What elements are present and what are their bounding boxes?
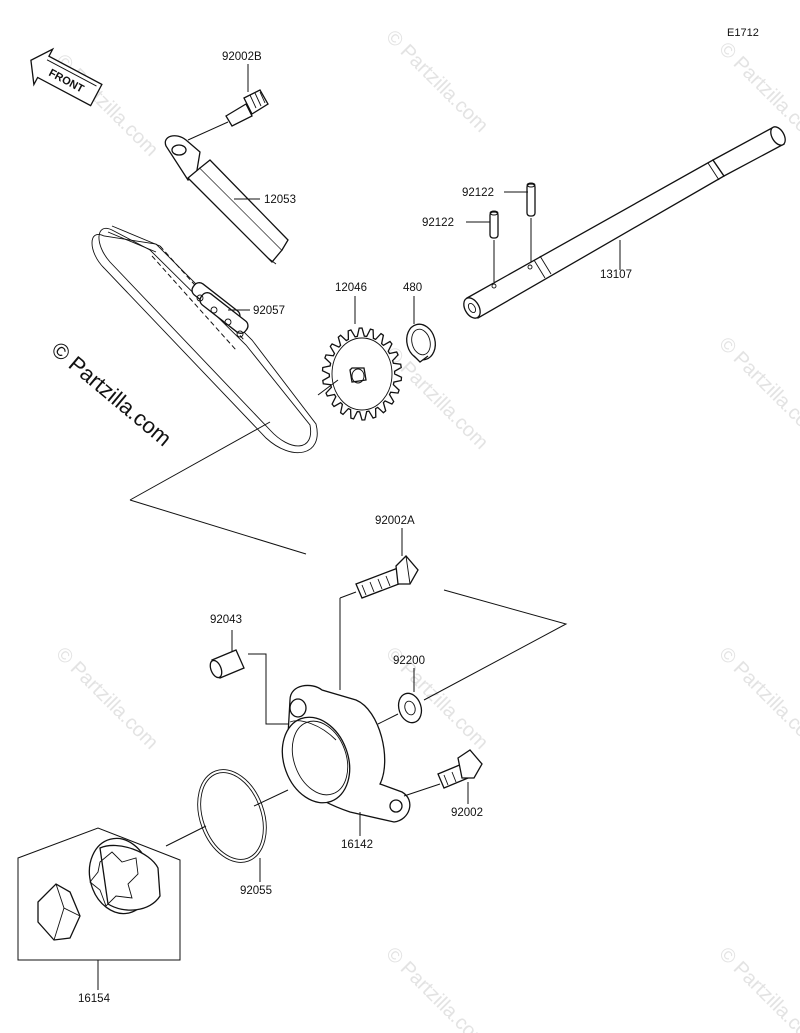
watermark: © Partzilla.com <box>381 943 492 1033</box>
bolt-92002a <box>355 555 419 599</box>
rotor-group-bracket <box>17 827 181 961</box>
dowel-92043 <box>209 649 245 679</box>
circlip-480 <box>406 323 436 363</box>
bolt-92002b <box>225 89 269 127</box>
chain-92057 <box>91 225 318 453</box>
callout-92122-b: 92122 <box>422 217 454 229</box>
callout-92043: 92043 <box>210 614 242 626</box>
chain-link-section <box>191 282 249 338</box>
watermark: © Partzilla.com <box>714 38 800 149</box>
pin-92122-upper <box>526 182 536 217</box>
callout-12053: 12053 <box>264 194 296 206</box>
callout-92002: 92002 <box>451 807 483 819</box>
watermark: © Partzilla.com <box>381 343 492 454</box>
callout-16142: 16142 <box>341 839 373 851</box>
diagram-code: E1712 <box>727 27 759 39</box>
callout-92057: 92057 <box>253 305 285 317</box>
bolt-92002 <box>437 749 483 789</box>
callout-92002a: 92002A <box>375 515 415 527</box>
pump-body-16142 <box>281 684 411 823</box>
watermark: © Partzilla.com <box>714 333 800 444</box>
callout-12046: 12046 <box>335 282 367 294</box>
callout-480: 480 <box>403 282 422 294</box>
callout-92200: 92200 <box>393 655 425 667</box>
watermark: © Partzilla.com <box>714 943 800 1033</box>
callout-13107: 13107 <box>600 269 632 281</box>
callout-16154: 16154 <box>78 993 111 1005</box>
watermark-main: © Partzilla.com <box>47 337 177 451</box>
tensioner-12053 <box>164 135 289 265</box>
shaft-13107 <box>463 126 786 319</box>
sprocket-12046 <box>321 327 403 421</box>
callout-92002b: 92002B <box>222 51 262 63</box>
watermark: © Partzilla.com <box>51 643 162 754</box>
callout-92055: 92055 <box>240 885 272 897</box>
watermark: © Partzilla.com <box>381 26 492 137</box>
washer-92200 <box>397 692 423 724</box>
oring-92055 <box>197 769 267 863</box>
watermark: © Partzilla.com <box>714 643 800 754</box>
rotor-set-16154 <box>37 837 161 941</box>
pin-92122-lower <box>489 210 499 239</box>
callout-92122-a: 92122 <box>462 187 494 199</box>
